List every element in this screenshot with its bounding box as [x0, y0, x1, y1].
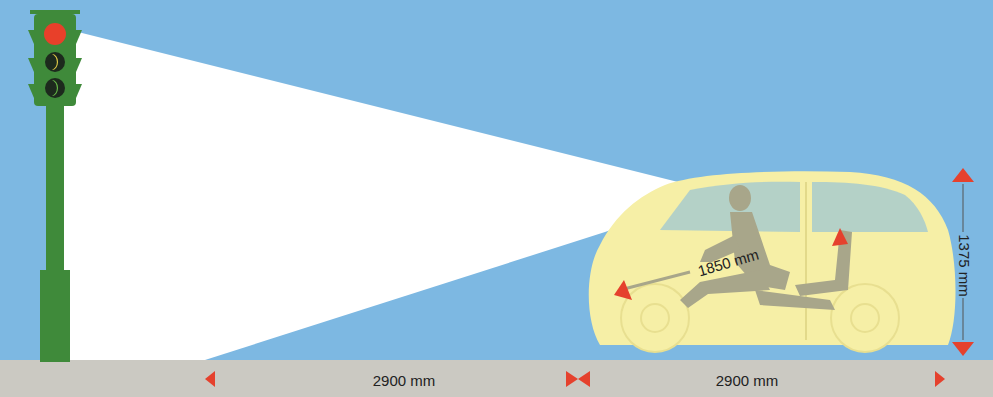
car-body	[589, 171, 956, 352]
road	[0, 360, 993, 397]
length-label: 2900 mm	[716, 373, 779, 388]
height-line	[963, 298, 964, 340]
steering-column	[620, 272, 690, 290]
height-line	[963, 184, 964, 232]
traffic-light	[28, 10, 82, 362]
sky-ground	[0, 0, 993, 362]
driver-figure	[680, 185, 852, 310]
wheelbase-label: 2900 mm	[373, 373, 436, 388]
dimension-markers	[205, 168, 974, 387]
height-label: 1375 mm	[957, 234, 972, 297]
